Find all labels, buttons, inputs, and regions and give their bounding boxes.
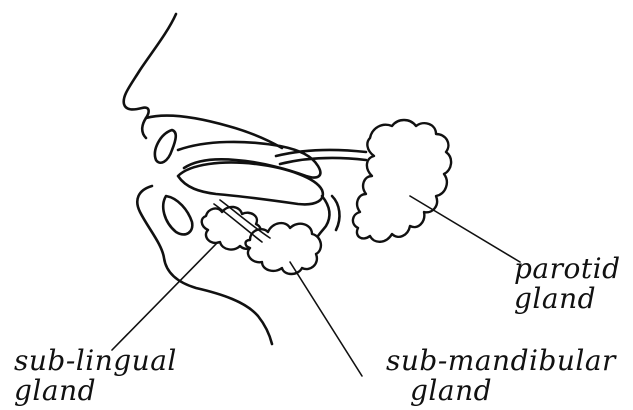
tongue [178,163,323,205]
sublingual-label-line2: gland [14,376,177,406]
submandibular-gland-label: sub-mandibular gland [386,346,616,406]
parotid-label-line2: gland [514,284,621,314]
upper-incisor [155,130,176,163]
parotid-gland-label: parotid gland [514,254,621,314]
lower-lip-chin [137,186,272,344]
sublingual-label-line1: sub-lingual [14,346,177,376]
parotid-duct-upper [276,150,366,156]
submandibular-gland-shape [246,223,321,274]
submandibular-label-line2: gland [386,376,616,406]
submandibular-label-line1: sub-mandibular [386,346,616,376]
face-profile [124,14,176,138]
submandibular-leader-line [290,262,362,376]
parotid-label-line1: parotid [514,254,621,284]
pharynx [332,196,339,230]
parotid-leader-line [410,196,520,262]
lower-incisor [163,196,192,234]
parotid-gland-shape [353,120,451,242]
parotid-duct-lower [280,158,366,164]
sublingual-gland-label: sub-lingual gland [14,346,177,406]
